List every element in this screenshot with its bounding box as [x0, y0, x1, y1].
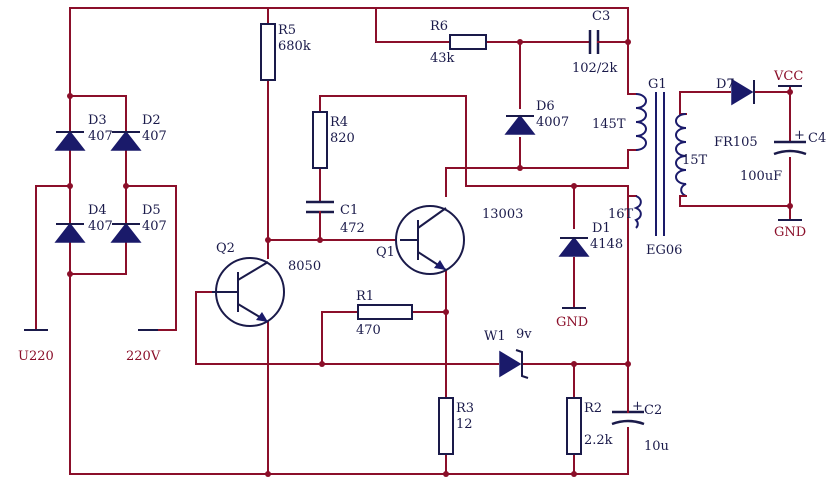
- label-d1-value: 4148: [590, 237, 623, 252]
- diode-d6: [504, 114, 536, 135]
- label-d2: D2: [142, 113, 161, 128]
- label-220v: 220V: [126, 349, 161, 364]
- label-c3-value: 102/2k: [572, 61, 617, 76]
- capacitor-c4: [773, 140, 807, 156]
- label-d4: D4: [88, 203, 107, 218]
- label-d6: D6: [536, 99, 555, 114]
- resistor-r3: [438, 397, 454, 455]
- label-q2-value: 8050: [288, 259, 321, 274]
- label-d5-value: 407: [142, 219, 167, 234]
- label-r3: R3: [456, 401, 474, 416]
- diode-d4: [54, 222, 86, 243]
- transistor-q2: [212, 257, 285, 327]
- label-w1: W1: [484, 329, 506, 344]
- label-d7: D7: [716, 77, 735, 92]
- resistor-r5: [260, 23, 276, 81]
- capacitor-c2: [611, 399, 645, 426]
- capacitor-c1: [306, 200, 334, 221]
- label-r2: R2: [584, 401, 602, 416]
- label-c2: C2: [644, 403, 662, 418]
- label-d1: D1: [592, 221, 611, 236]
- label-q2: Q2: [216, 241, 235, 256]
- label-r4-value: 820: [330, 131, 355, 146]
- label-d2-value: 407: [142, 129, 167, 144]
- zener-w1: [499, 349, 529, 379]
- label-15t: 15T: [682, 153, 708, 168]
- label-d3: D3: [88, 113, 107, 128]
- labels: R5 680k R6 43k C3 102/2k G1 D7 FR105 VCC…: [18, 9, 826, 454]
- label-r5-value: 680k: [278, 39, 311, 54]
- label-vcc: VCC: [773, 69, 803, 84]
- label-q1: Q1: [376, 245, 395, 260]
- label-d5: D5: [142, 203, 161, 218]
- capacitor-c3: [588, 30, 613, 54]
- label-d3-value: 407: [88, 129, 113, 144]
- label-c4-plus: +: [794, 128, 805, 143]
- diode-d3: [54, 130, 86, 151]
- label-r5: R5: [278, 23, 296, 38]
- label-r1: R1: [356, 289, 374, 304]
- label-d7-value: FR105: [714, 135, 758, 150]
- label-eg06: EG06: [646, 243, 682, 258]
- resistor-r2: [566, 397, 582, 455]
- label-c1-value: 472: [340, 221, 365, 236]
- label-g1: G1: [648, 77, 667, 92]
- label-c4: C4: [808, 131, 826, 146]
- label-r1-value: 470: [356, 323, 381, 338]
- diode-d2: [110, 130, 142, 151]
- label-gnd-d1: GND: [556, 315, 588, 330]
- label-c4-value: 100uF: [740, 169, 782, 184]
- label-u220: U220: [18, 349, 54, 364]
- label-d4-value: 407: [88, 219, 113, 234]
- label-c2-plus: +: [632, 399, 643, 414]
- label-c1: C1: [340, 203, 358, 218]
- resistor-r6: [449, 34, 487, 50]
- label-c3: C3: [592, 9, 610, 24]
- label-r6: R6: [430, 19, 448, 34]
- label-c2-value: 10u: [644, 439, 669, 454]
- transistor-q1: [395, 205, 465, 275]
- diode-d1: [558, 236, 590, 257]
- label-q1-value: 13003: [482, 207, 523, 222]
- junction-dots: [67, 39, 793, 477]
- label-gnd-output: GND: [774, 225, 806, 240]
- label-d6-value: 4007: [536, 115, 569, 130]
- label-16t: 16T: [608, 207, 634, 222]
- resistor-r4: [312, 111, 328, 169]
- diode-d7: [731, 78, 755, 106]
- label-r6-value: 43k: [430, 51, 455, 66]
- resistor-r1: [357, 304, 413, 320]
- transformer-g1: [633, 92, 687, 236]
- label-r2-value: 2.2k: [584, 433, 613, 448]
- label-r4: R4: [330, 115, 348, 130]
- label-r3-value: 12: [456, 417, 473, 432]
- diode-d5: [110, 222, 142, 243]
- label-145t: 145T: [592, 117, 626, 132]
- label-w1-value: 9v: [516, 327, 532, 342]
